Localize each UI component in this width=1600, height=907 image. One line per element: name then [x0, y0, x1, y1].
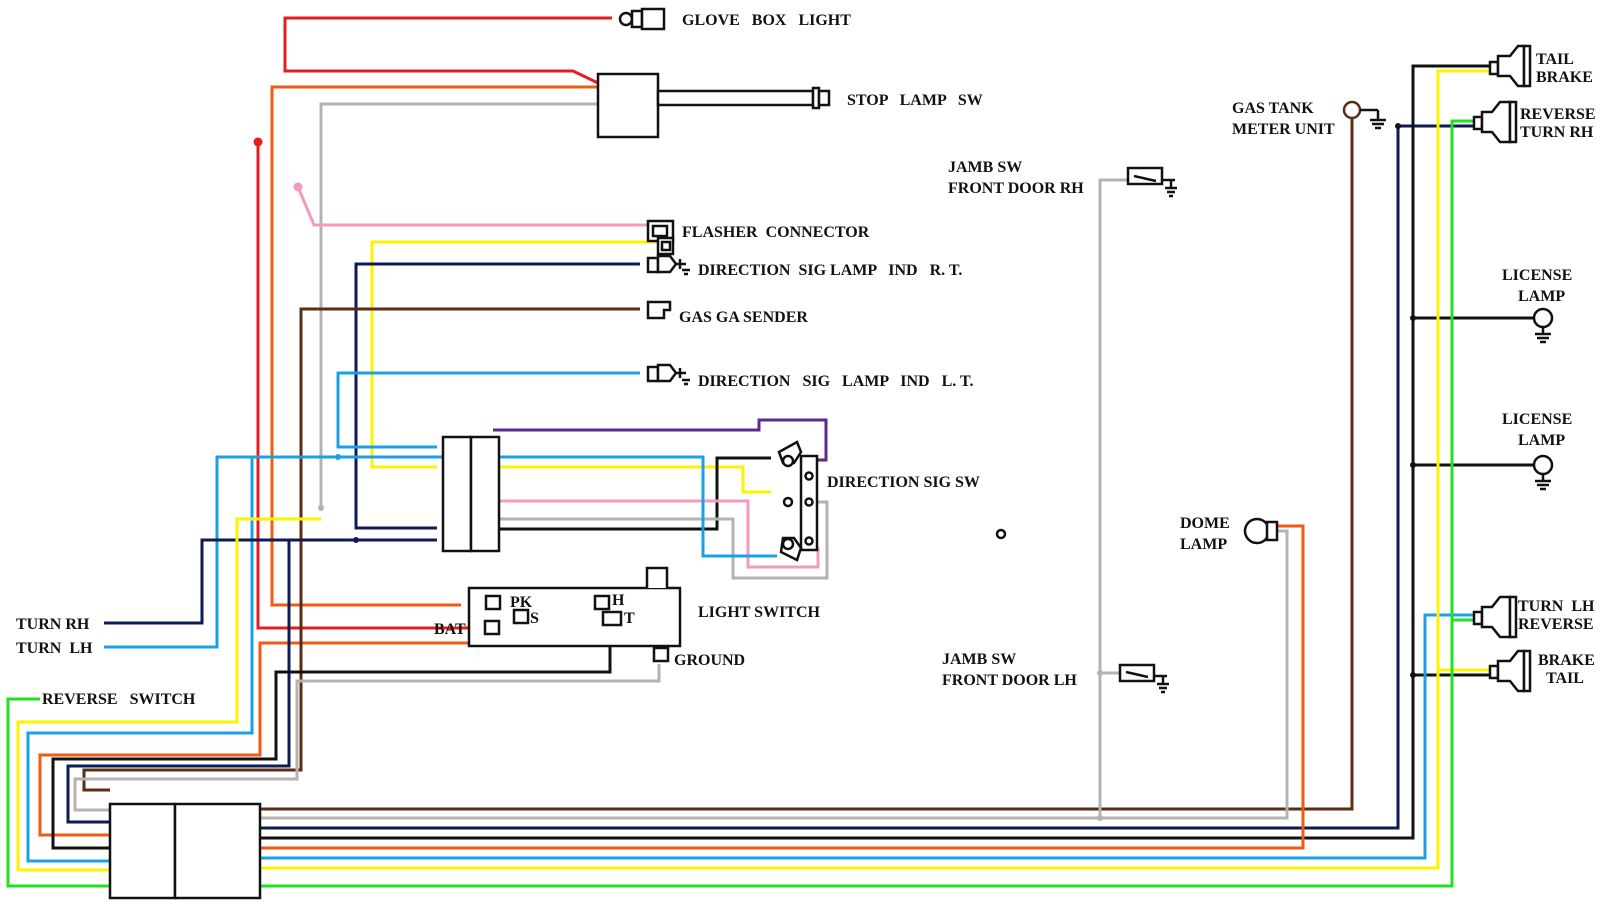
wire-black-right	[260, 64, 1490, 840]
tail-brake-socket	[1488, 44, 1532, 88]
wire-green-reverse-switch	[6, 697, 110, 888]
jamb-switch-lh	[1118, 663, 1169, 694]
wire-lightblue-ind-lt	[336, 371, 640, 449]
reverse-switch-label: REVERSE SWITCH	[42, 691, 196, 708]
gas-tank-meter-unit	[1342, 100, 1386, 130]
wire-lightblue-turn-lh	[104, 455, 437, 649]
light-switch-label: LIGHT SWITCH	[698, 604, 821, 621]
wire-gray-ground	[73, 664, 661, 812]
gas-ga-sender-socket	[646, 300, 672, 320]
direction-sig-lamp-ind-rt-socket	[646, 254, 690, 276]
reverse-turn-rh-label-1: REVERSE	[1520, 106, 1596, 123]
flasher-connector	[646, 219, 675, 256]
dome-lamp	[1243, 517, 1279, 545]
wire-pink-flasher	[296, 186, 650, 227]
h-terminal-label: H	[612, 592, 625, 609]
junction-dots	[335, 123, 1416, 821]
wire-gray-jamb	[260, 178, 1128, 820]
jamb-sw-lh-label-2: FRONT DOOR LH	[942, 672, 1077, 689]
wire-navy-right	[260, 124, 1474, 830]
wire-black-dirsig	[493, 456, 771, 531]
license-lamp-2-label-1: LICENSE	[1502, 411, 1572, 428]
wire-navy-harness	[66, 540, 291, 824]
s-terminal-label: S	[530, 610, 539, 627]
flasher-connector-label: FLASHER CONNECTOR	[682, 224, 870, 241]
tail-brake-label-2: BRAKE	[1536, 69, 1593, 86]
brake-tail-socket	[1488, 649, 1532, 693]
direction-sig-lamp-ind-lt-socket	[646, 363, 690, 386]
wire-lightblue-right	[260, 613, 1474, 860]
turn-rh-label: TURN RH	[16, 616, 90, 633]
wire-brown-gas-sender	[82, 307, 640, 792]
jamb-sw-rh-label-1: JAMB SW	[948, 159, 1022, 176]
license-lamp-1-label-1: LICENSE	[1502, 267, 1572, 284]
wire-orange-right	[260, 524, 1305, 850]
t-terminal-label: T	[624, 610, 635, 627]
tail-brake-label-1: TAIL	[1536, 51, 1574, 68]
wire-black-light-switch	[51, 620, 612, 850]
pk-terminal-label: PK	[510, 594, 533, 611]
wire-gray-dirsig	[493, 500, 829, 580]
dome-lamp-label-1: DOME	[1180, 515, 1230, 532]
reverse-turn-rh-socket	[1472, 100, 1518, 144]
pink-wire-end-dot	[293, 182, 303, 192]
wire-pink-dirsig	[493, 499, 820, 569]
wire-purple-dirsig	[493, 418, 828, 462]
jamb-sw-rh-label-2: FRONT DOOR RH	[948, 180, 1084, 197]
turn-lh-reverse-label-1: TURN LH	[1518, 598, 1595, 615]
wire-brown-gas-tank	[260, 115, 1354, 811]
wire-lightblue-harness	[26, 457, 254, 863]
turn-lh-reverse-label-2: REVERSE	[1518, 616, 1594, 633]
license-lamp-1-label-2: LAMP	[1518, 288, 1565, 305]
labels: GLOVE BOX LIGHT STOP LAMP SW FLASHER CON…	[16, 12, 1596, 708]
glove-box-light-label: GLOVE BOX LIGHT	[682, 12, 851, 29]
wire-lightblue-dirsig	[437, 455, 777, 558]
wire-navy-turn-rh	[104, 538, 437, 625]
wire-orange-stop-lamp	[270, 85, 598, 607]
turn-lh-label: TURN LH	[16, 640, 93, 657]
license-lamp-2-label-2: LAMP	[1518, 432, 1565, 449]
brake-tail-label-2: TAIL	[1546, 670, 1584, 687]
wire-gray-stop-lamp	[319, 102, 598, 508]
stop-lamp-sw-label: STOP LAMP SW	[847, 92, 983, 109]
stop-lamp-switch	[596, 72, 831, 139]
gas-tank-label-2: METER UNIT	[1232, 121, 1335, 138]
jamb-sw-lh-label-1: JAMB SW	[942, 651, 1016, 668]
stray-marker	[995, 528, 1007, 540]
wire-yellow-right	[260, 69, 1490, 870]
red-wire-end-dot	[253, 137, 263, 147]
brake-tail-label-1: BRAKE	[1538, 652, 1595, 669]
wire-yellow-dirsig	[493, 465, 771, 494]
wires	[6, 16, 1543, 888]
license-lamp-2	[1532, 454, 1554, 491]
direction-sig-lamp-ind-rt-label: DIRECTION SIG LAMP IND R. T.	[698, 262, 962, 279]
direction-sig-switch	[777, 440, 819, 562]
glove-box-light-bulb	[618, 7, 666, 31]
direction-sig-lamp-ind-lt-label: DIRECTION SIG LAMP IND L. T.	[698, 373, 973, 390]
direction-sig-sw-label: DIRECTION SIG SW	[827, 474, 980, 491]
dome-lamp-label-2: LAMP	[1180, 536, 1227, 553]
wire-navy-ind-rt	[354, 262, 640, 530]
wire-yellow-flasher	[370, 240, 658, 469]
gas-tank-label-1: GAS TANK	[1232, 100, 1314, 117]
wire-green-right	[260, 119, 1474, 888]
gas-ga-sender-label: GAS GA SENDER	[679, 309, 808, 326]
turn-lh-reverse-socket	[1472, 595, 1518, 639]
harness-connector	[108, 802, 262, 900]
reverse-turn-rh-label-2: TURN RH	[1520, 124, 1594, 141]
ground-label: GROUND	[674, 652, 745, 669]
bat-terminal-label: BAT	[434, 621, 466, 638]
gray-wire-junction	[318, 505, 324, 511]
direction-sig-connector-block	[441, 435, 501, 553]
light-switch	[467, 566, 682, 663]
license-lamp-1	[1532, 307, 1554, 344]
wire-red-glove-box	[283, 16, 612, 85]
wire-yellow-harness	[16, 517, 321, 872]
jamb-switch-rh	[1126, 166, 1177, 198]
